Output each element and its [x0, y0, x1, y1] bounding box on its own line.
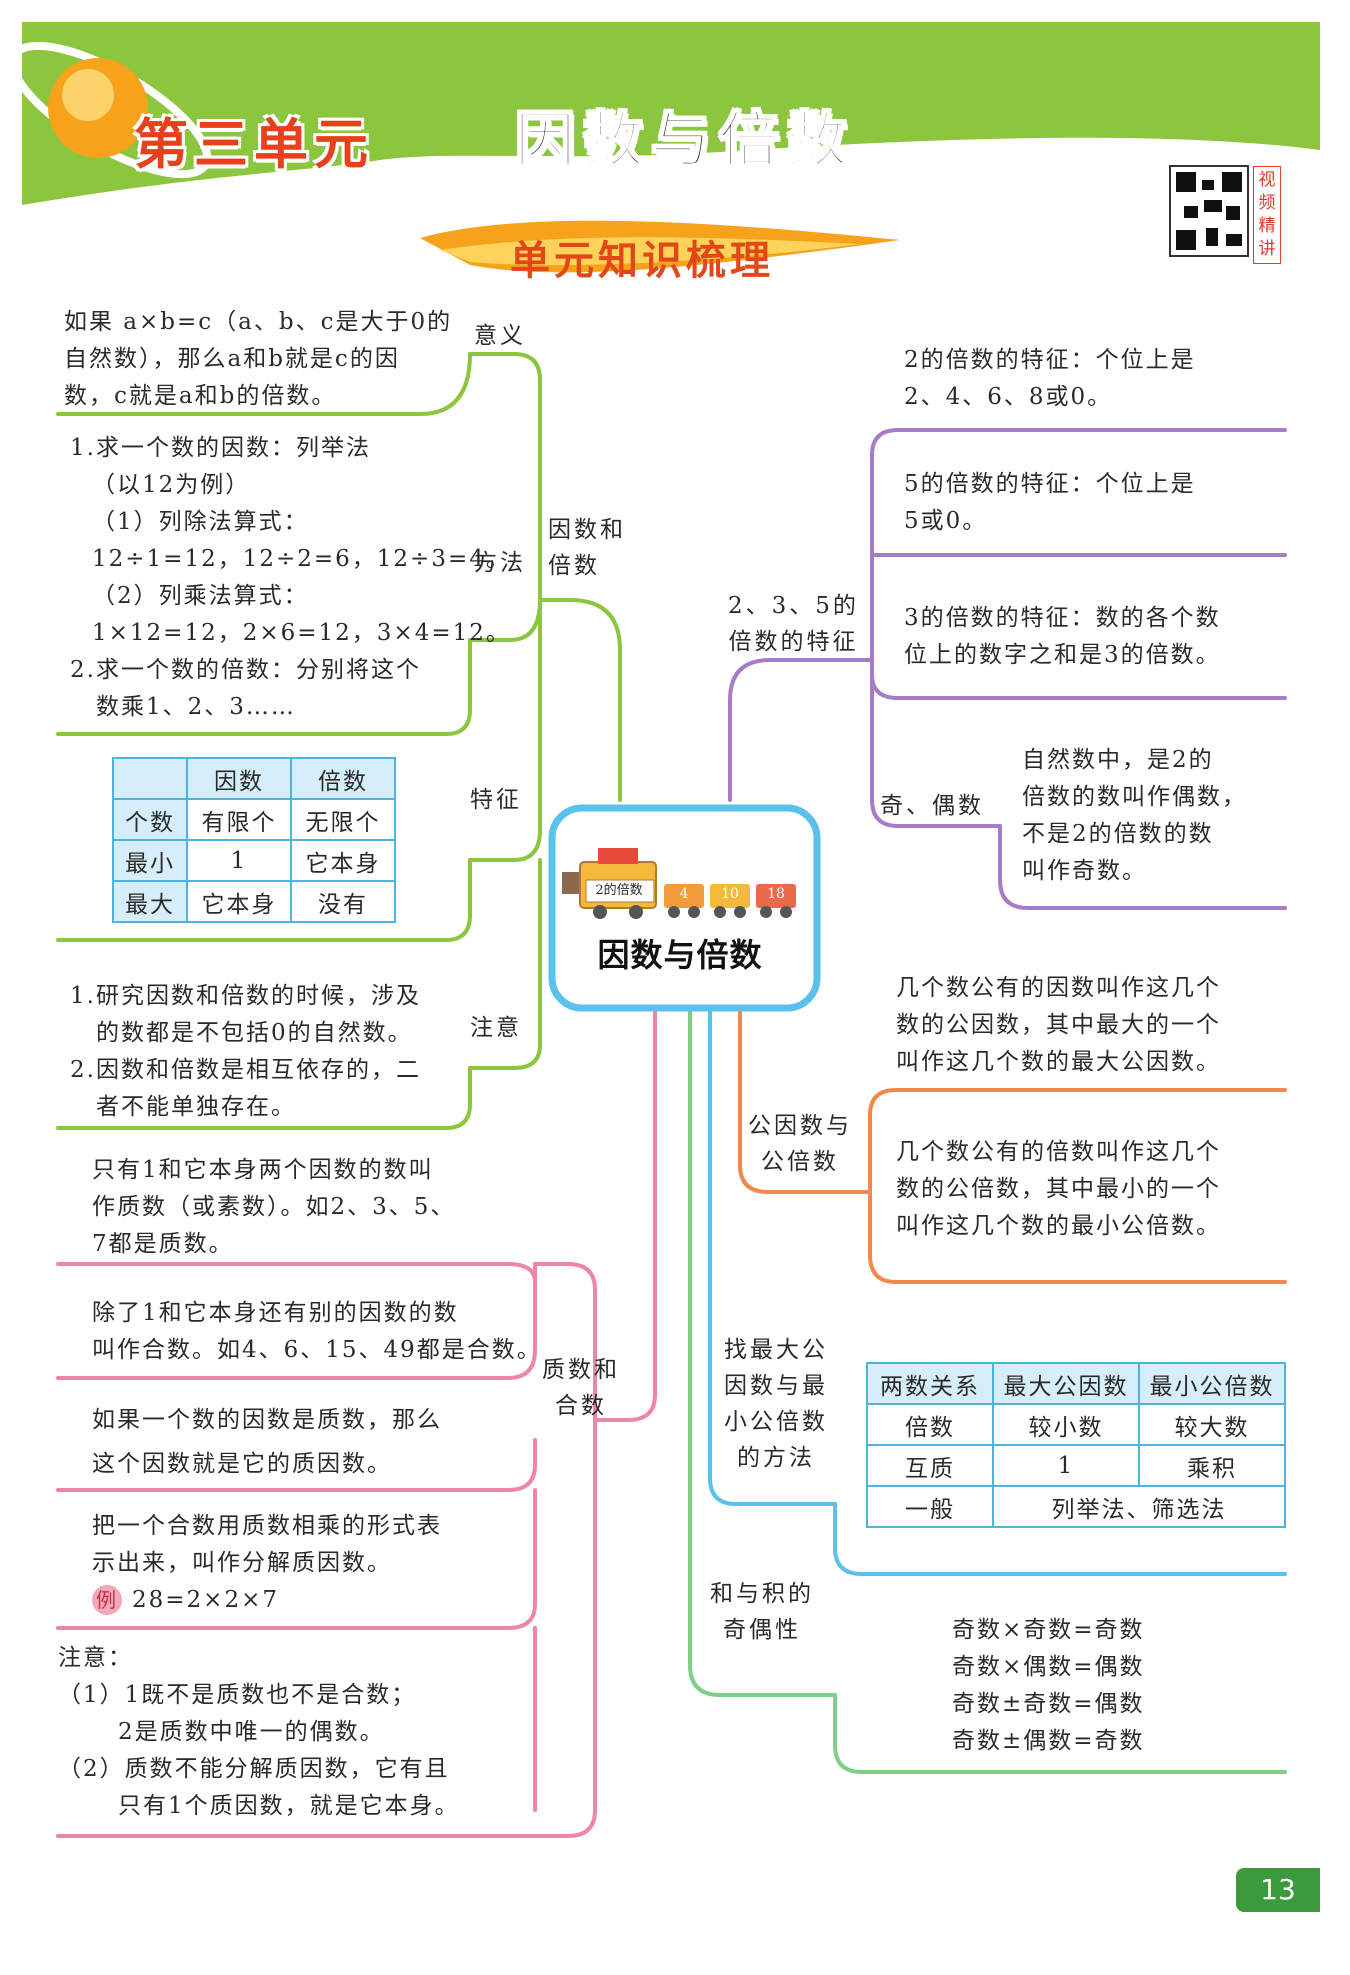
- composite-text: 除了1和它本身还有别的因数的数 叫作合数。如4、6、15、49都是合数。: [92, 1300, 542, 1363]
- train-car-label-1: 2的倍数: [595, 883, 643, 898]
- page-title: 因数与倍数: [514, 105, 855, 177]
- method-label: 方法: [474, 550, 526, 576]
- meaning-text: 如果 a×b=c（a、b、c是大于0的 自然数），那么a和b就是c的因 数，c就…: [64, 309, 453, 409]
- note-text: 1.研究因数和倍数的时候，涉及 的数都是不包括0的自然数。 2.因数和倍数是相互…: [70, 983, 421, 1120]
- branch-factor-multiple-label: 因数和 倍数: [548, 517, 626, 579]
- multiple-of-5-text: 5的倍数的特征：个位上是 5或0。: [904, 471, 1196, 534]
- page-number: 13: [1236, 1868, 1320, 1912]
- odd-even-text: 自然数中，是2的 倍数的数叫作偶数， 不是2的倍数的数 叫作奇数。: [1022, 747, 1247, 884]
- prime-note-text: 注意： （1）1既不是质数也不是合数； 2是质数中唯一的偶数。 （2）质数不能分…: [58, 1645, 460, 1819]
- feature-label: 特征: [470, 787, 522, 813]
- prime-text: 只有1和它本身两个因数的数叫 作质数（或素数）。如2、3、5、 7都是质数。: [92, 1157, 456, 1257]
- train-car-label-3: 10: [721, 886, 739, 902]
- train-car-label-4: 18: [767, 886, 785, 902]
- methods-label: 找最大公 因数与最 小公倍数 的方法: [724, 1337, 828, 1471]
- multiple-of-2-text: 2的倍数的特征：个位上是 2、4、6、8或0。: [904, 347, 1196, 410]
- method-text: 1.求一个数的因数：列举法 （以12为例） （1）列除法算式： 12÷1=12，…: [70, 435, 511, 720]
- parity-text: 奇数×奇数=奇数 奇数×偶数=偶数 奇数±奇数=偶数 奇数±偶数=奇数: [952, 1617, 1145, 1754]
- multiple-of-3-text: 3的倍数的特征：数的各个数 位上的数字之和是3的倍数。: [904, 605, 1221, 668]
- prime-factor-text: 如果一个数的因数是质数，那么 这个因数就是它的质因数。: [92, 1407, 442, 1477]
- planet-logo-icon: [8, 41, 212, 179]
- gcd-text: 几个数公有的因数叫作这几个 数的公因数，其中最大的一个 叫作这几个数的最大公因数…: [896, 975, 1221, 1075]
- gcd-lcm-label: 公因数与 公倍数: [748, 1113, 852, 1175]
- train-icon: [562, 848, 796, 919]
- header-band: [22, 22, 1320, 205]
- meaning-label: 意义: [474, 323, 526, 349]
- branch-235-label: 2、3、5的 倍数的特征: [728, 593, 859, 655]
- unit-label: 第三单元: [134, 113, 374, 176]
- example-badge: 例: [92, 1585, 122, 1615]
- lcm-text: 几个数公有的倍数叫作这几个 数的公倍数，其中最小的一个 叫作这几个数的最小公倍数…: [896, 1139, 1221, 1239]
- odd-even-label: 奇、偶数: [880, 793, 984, 819]
- center-title: 因数与倍数: [597, 936, 763, 974]
- parity-label: 和与积的 奇偶性: [710, 1581, 814, 1643]
- branch-prime-composite-label: 质数和 合数: [542, 1357, 620, 1419]
- train-car-label-2: 4: [679, 886, 689, 902]
- section-subtitle: 单元知识梳理: [510, 238, 774, 284]
- qr-code-icon: [1169, 165, 1249, 257]
- qr-label: 视频精讲: [1253, 166, 1281, 264]
- note-label: 注意: [470, 1015, 522, 1041]
